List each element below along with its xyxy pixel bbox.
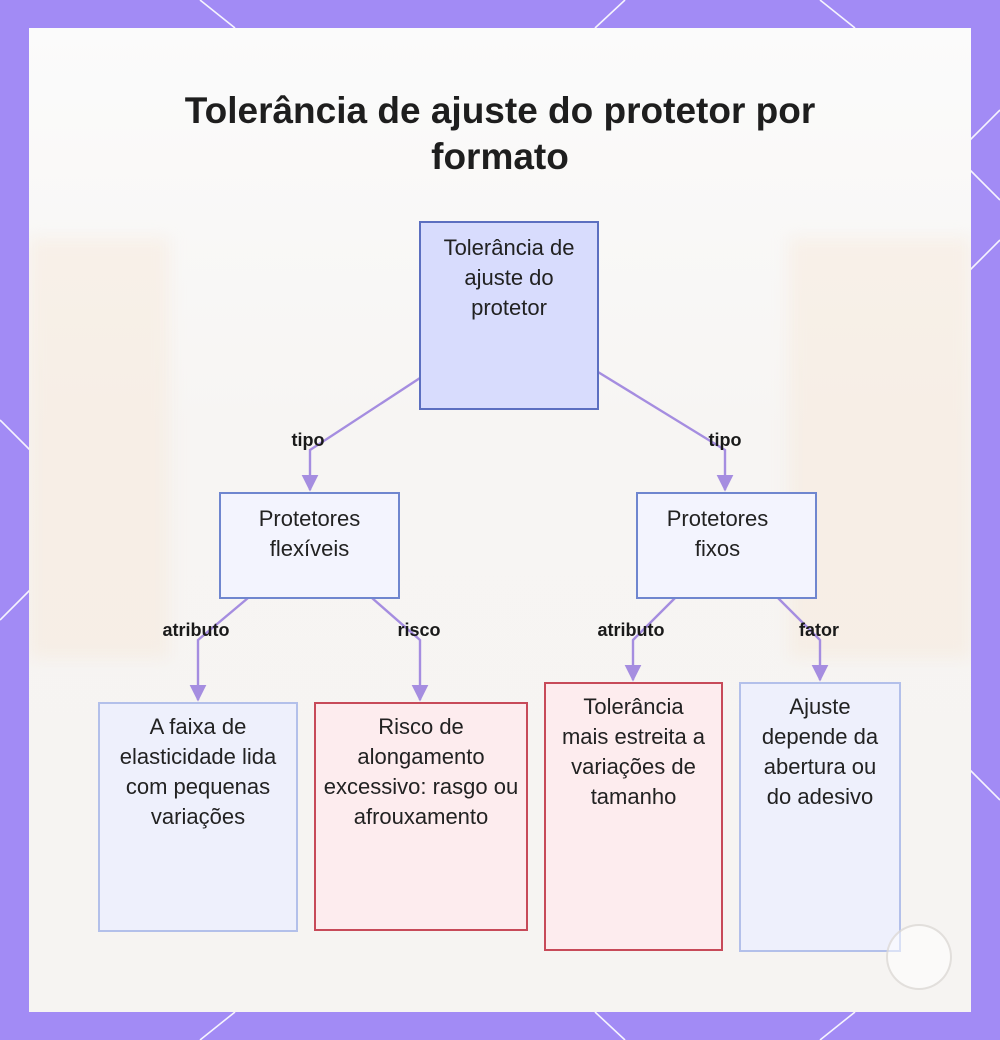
node-fixed-factor: Ajuste depende da abertura ou do adesivo [739,682,901,952]
node-fixed-attribute-label: Tolerância mais estreita a variações de … [561,694,706,809]
watermark-icon [886,924,952,990]
edge-label-fixed-factor: fator [799,620,839,640]
edge-fixed-factor [777,597,829,682]
node-root: Tolerância de ajuste do protetor [419,221,599,410]
page-title: Tolerância de ajuste do protetor por for… [184,90,816,177]
edge-label-flex-risk: risco [397,620,441,640]
edge-root-fixed [597,370,734,492]
background-blur-left [29,238,169,658]
edge-flex-risk [371,597,429,702]
edge-label-root-fixed: tipo [708,430,742,450]
edge-flex-attribute [189,597,249,702]
node-fixed-factor-label: Ajuste depende da abertura ou do adesivo [761,694,879,809]
node-flex-risk-label: Risco de alongamento excessivo: rasgo ou… [323,714,519,829]
edge-label-root-flexible: tipo [291,430,325,450]
node-flexible-label: Protetores flexíveis [258,506,361,561]
edge-fixed-attribute [624,597,676,682]
node-flex-risk: Risco de alongamento excessivo: rasgo ou… [314,702,528,931]
node-flex-attribute-label: A faixa de elasticidade lida com pequena… [119,714,277,829]
edge-label-fixed-attribute: atributo [597,620,665,640]
node-fixed-label: Protetores fixos [666,506,769,561]
edge-root-flexible [301,376,421,492]
edge-label-flex-attribute: atributo [162,620,230,640]
node-flex-attribute: A faixa de elasticidade lida com pequena… [98,702,298,932]
background-blur-right [789,238,971,658]
node-fixed: Protetores fixos [636,492,817,599]
node-flexible: Protetores flexíveis [219,492,400,599]
node-root-label: Tolerância de ajuste do protetor [443,235,575,320]
node-fixed-attribute: Tolerância mais estreita a variações de … [544,682,723,951]
